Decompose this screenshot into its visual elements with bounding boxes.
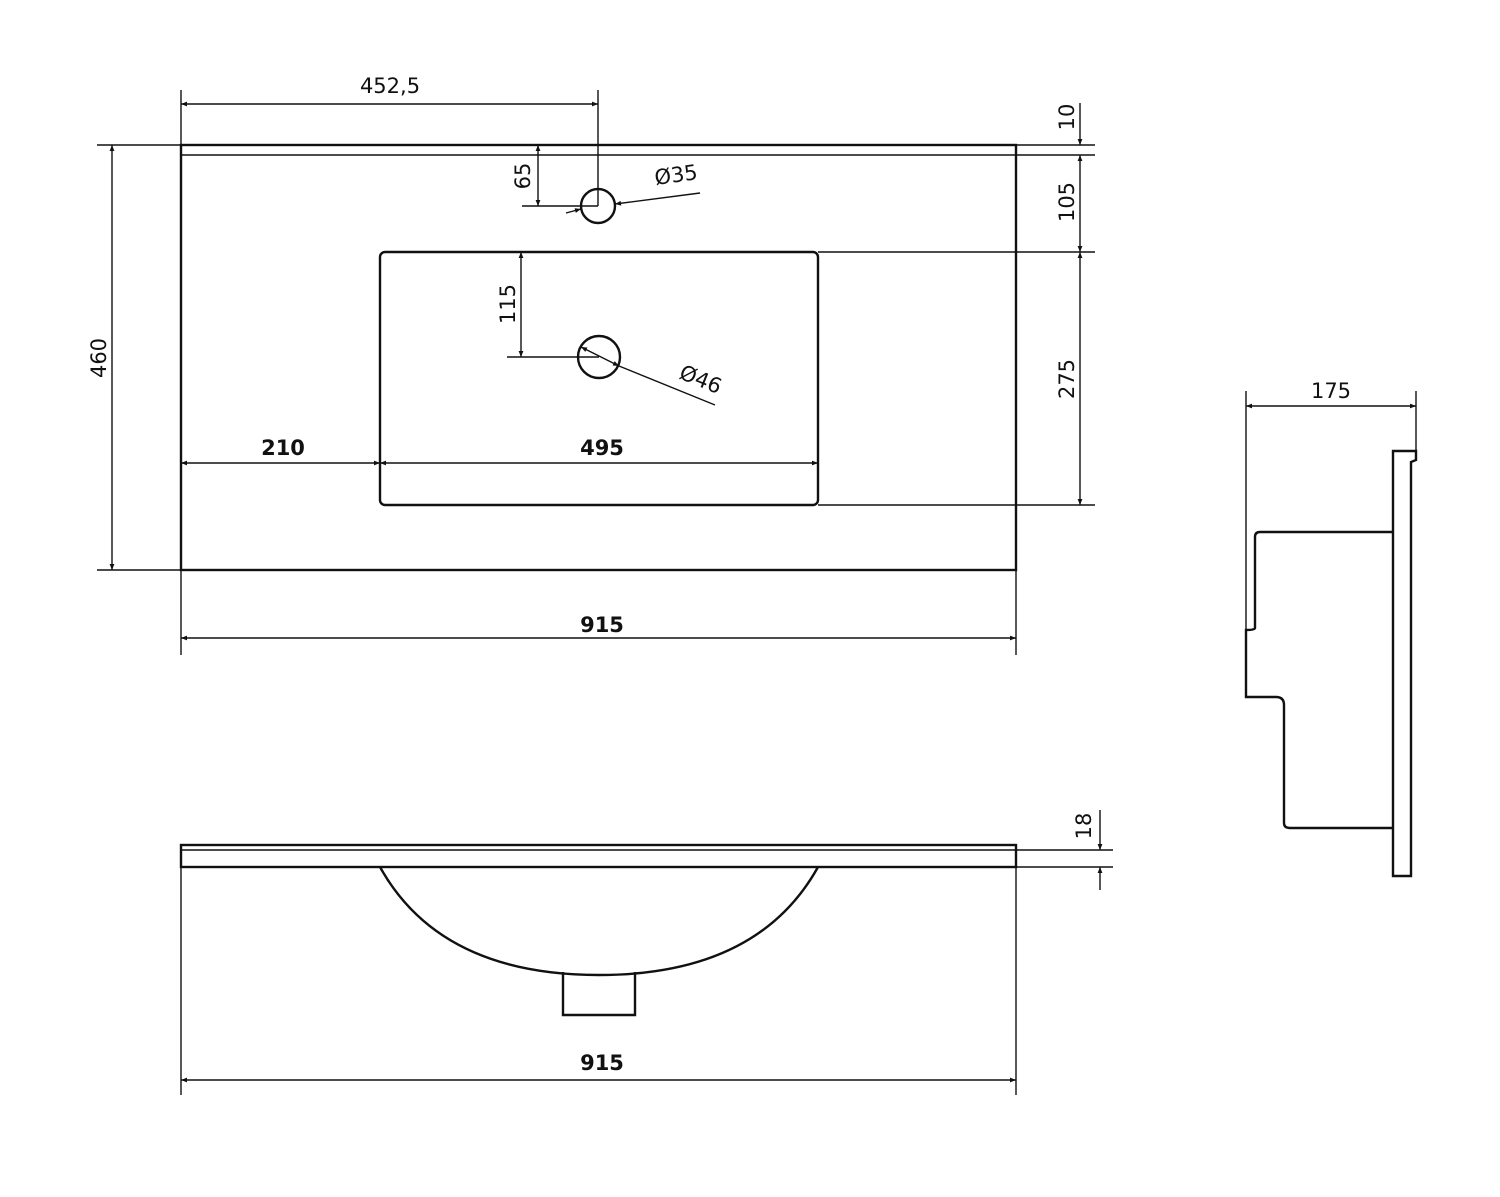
dim-total-depth: 460 [87,338,111,378]
top-view: 452,5 460 65 Ø35 115 Ø46 10 105 275 [87,74,1095,655]
dim-tap-depth: 65 [511,163,535,190]
front-slab [179,843,1018,869]
side-bowl-profile [1244,530,1393,830]
dim-side-height: 175 [1311,379,1351,403]
dim-tap-offset: 452,5 [360,74,420,98]
dim-left-margin: 210 [261,436,305,460]
dim-drain-diameter: Ø46 [676,360,725,398]
bowl-outline [378,250,820,507]
dim-drain-depth: 115 [496,284,520,324]
dim-tap-diameter: Ø35 [653,160,699,190]
dim-tap-to-bowl: 105 [1055,182,1079,222]
side-view: 175 [1244,379,1418,878]
dim-bowl-width: 495 [580,436,624,460]
front-drain [561,972,637,1017]
dim-total-width: 915 [580,613,624,637]
side-plate [1391,449,1418,878]
dim-front-width: 915 [580,1051,624,1075]
dim-slab: 18 [1072,813,1096,840]
front-view: 18 915 [179,810,1113,1095]
dim-bowl-depth: 275 [1055,359,1079,399]
front-bowl [378,866,820,977]
dim-edge: 10 [1055,104,1079,131]
